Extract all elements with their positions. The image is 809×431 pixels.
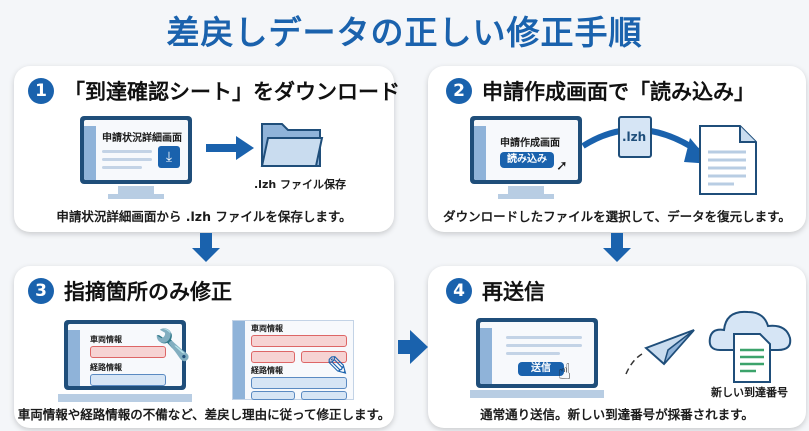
step-heading: 申請作成画面で「読み込み」 [482,80,755,104]
screen-label: 申請状況詳細画面 [102,133,182,144]
cloud-label: 新しい到達番号 [711,386,788,399]
cloud-document-icon [708,310,792,383]
cursor-icon: ➚ [556,158,568,174]
file-label: .lzh ファイル保存 [254,178,347,191]
load-button[interactable]: 読み込み [500,152,554,168]
hand-pointer-icon: ☝ [558,360,572,385]
step-1-card: 1 「到達確認シート」をダウンロード 申請状況詳細画面 ⤓ .lzh ファイル保存… [14,66,400,232]
download-icon: ⤓ [158,146,180,168]
step-number: 3 [28,278,54,304]
arrow-right-icon [206,136,254,160]
step-4-card: 4 再送信 送信 ☝ 新しい到達番号 通常通り送信。新しい到達番号が採番されます。 [428,266,806,428]
lzh-file-icon: .lzh [618,116,652,158]
form-screen: 車両情報 経路情報 [232,320,354,400]
step-number: 2 [446,78,472,104]
file-ext: .lzh [622,130,647,144]
field-label: 車両情報 [90,335,122,344]
monitor-icon: 申請作成画面 読み込み ➚ [470,116,582,184]
wrench-icon: 🔧 [154,328,192,363]
step-number: 1 [28,78,54,104]
step-3-card: 3 指摘箇所のみ修正 車両情報 経路情報 🔧 車両情報 経路情報 ✎ 車両情報や経… [14,266,394,428]
pen-icon: ✎ [326,350,350,383]
send-button[interactable]: 送信 [518,362,564,376]
step-number: 4 [446,278,472,304]
paper-plane-icon [625,329,695,375]
step-heading: 「到達確認シート」をダウンロード [64,80,400,104]
laptop-icon: 送信 [476,318,598,388]
step-description: 通常通り送信。新しい到達番号が採番されます。 [480,407,754,422]
laptop-icon: 車両情報 経路情報 [64,320,186,390]
step-description: 車両情報や経路情報の不備など、差戻し理由に従って修正します。 [17,407,391,422]
step-heading: 指摘箇所のみ修正 [64,280,232,304]
step-2-card: 2 申請作成画面で「読み込み」 申請作成画面 読み込み ➚ .lzh ダウンロード… [428,66,806,232]
field-label: 経路情報 [251,366,283,375]
monitor-icon: 申請状況詳細画面 ⤓ [80,116,192,184]
field-label: 車両情報 [251,324,283,333]
screen-label: 申請作成画面 [500,138,560,149]
step-heading: 再送信 [482,280,545,304]
arrow-right-icon [398,330,428,364]
step-description: 申請状況詳細画面から .lzh ファイルを保存します。 [56,209,352,224]
document-icon [699,125,757,195]
step-description: ダウンロードしたファイルを選択して、データを復元します。 [443,209,791,224]
page-title: 差戻しデータの正しい修正手順 [166,13,643,52]
field-label: 経路情報 [90,363,122,372]
folder-icon [260,123,324,167]
